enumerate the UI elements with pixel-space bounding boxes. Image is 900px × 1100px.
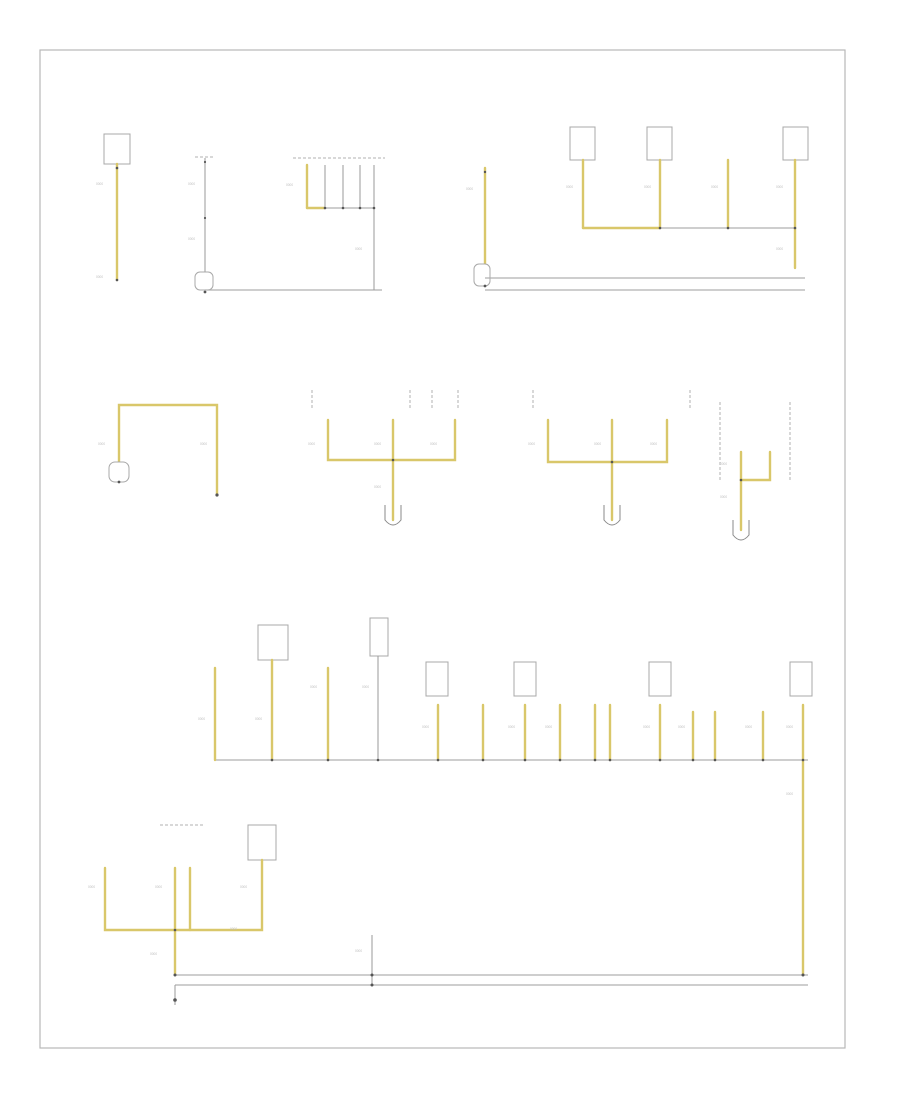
svg-text:0000: 0000	[374, 485, 381, 489]
svg-text:0000: 0000	[240, 885, 247, 889]
svg-text:0000: 0000	[355, 247, 362, 251]
component-group-g: 0000 0000 0000	[528, 390, 691, 526]
svg-text:0000: 0000	[188, 182, 195, 186]
svg-text:0000: 0000	[255, 717, 262, 721]
svg-text:0000: 0000	[188, 237, 195, 241]
component-group-b: 0000 0000	[188, 156, 382, 294]
svg-text:0000: 0000	[678, 725, 685, 729]
component-group-d: 0000 0000 0000 0000 0000 0000	[466, 126, 809, 291]
svg-text:0000: 0000	[198, 717, 205, 721]
svg-text:0000: 0000	[711, 185, 718, 189]
component-group-i: 0000 0000 0000 0000 0000 0000 0000 0000 0000…	[198, 617, 813, 977]
component-group-f: 0000 0000 0000 0000	[308, 390, 459, 526]
svg-text:0000: 0000	[594, 442, 601, 446]
svg-text:0000: 0000	[528, 442, 535, 446]
component-group-k: 0000	[355, 935, 373, 985]
svg-text:0000: 0000	[200, 442, 207, 446]
component-group-j: 0000 0000 0000 0000 0000	[88, 824, 277, 977]
svg-text:0000: 0000	[745, 725, 752, 729]
component-switch-a	[103, 133, 131, 165]
ground-connector-e	[108, 461, 130, 483]
svg-text:0000: 0000	[308, 442, 315, 446]
svg-text:0000: 0000	[96, 275, 103, 279]
svg-text:0000: 0000	[422, 725, 429, 729]
svg-text:0000: 0000	[644, 185, 651, 189]
ground-connector-d	[473, 263, 491, 287]
svg-text:0000: 0000	[720, 462, 727, 466]
svg-text:0000: 0000	[286, 183, 293, 187]
svg-text:0000: 0000	[155, 885, 162, 889]
component-group-h: 0000 0000	[719, 402, 791, 541]
svg-text:0000: 0000	[362, 685, 369, 689]
svg-text:0000: 0000	[355, 949, 362, 953]
svg-text:0000: 0000	[508, 725, 515, 729]
svg-text:0000: 0000	[230, 927, 237, 931]
svg-text:0000: 0000	[650, 442, 657, 446]
svg-text:0000: 0000	[786, 725, 793, 729]
svg-text:0000: 0000	[720, 495, 727, 499]
svg-text:0000: 0000	[466, 187, 473, 191]
component-group-c: 0000 0000	[286, 157, 385, 290]
svg-text:0000: 0000	[88, 885, 95, 889]
svg-text:0000: 0000	[310, 685, 317, 689]
diagram-frame	[39, 49, 846, 1049]
ground-symbol-f	[384, 505, 402, 526]
svg-text:0000: 0000	[98, 442, 105, 446]
svg-text:0000: 0000	[776, 185, 783, 189]
component-group-e: 0000 0000	[98, 403, 219, 497]
svg-text:0000: 0000	[150, 952, 157, 956]
component-group-a: 0000 0000	[96, 133, 131, 282]
svg-text:0000: 0000	[643, 725, 650, 729]
svg-text:0000: 0000	[430, 442, 437, 446]
ground-connector-b	[194, 271, 214, 291]
svg-text:0000: 0000	[374, 442, 381, 446]
svg-text:0000: 0000	[545, 725, 552, 729]
svg-text:0000: 0000	[566, 185, 573, 189]
svg-text:0000: 0000	[776, 247, 783, 251]
svg-text:0000: 0000	[96, 182, 103, 186]
svg-text:0000: 0000	[786, 792, 793, 796]
